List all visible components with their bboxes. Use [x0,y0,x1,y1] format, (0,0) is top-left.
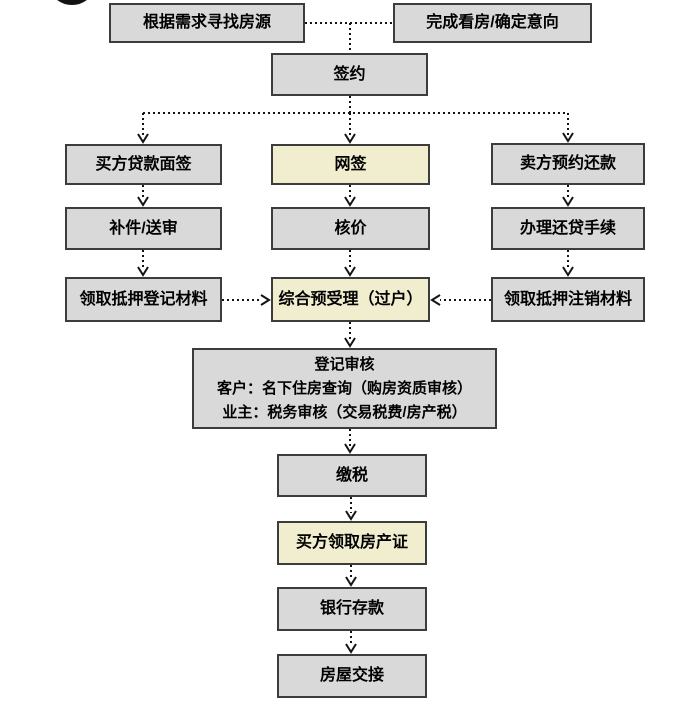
node-mortgage-cancellation-materials: 领取抵押注销材料 [491,277,645,322]
node-find-listing: 根据需求寻找房源 [109,3,305,43]
node-confirm-intent: 完成看房/确定意向 [393,3,592,43]
node-bank-deposit: 银行存款 [277,587,427,631]
registration-review-line1: 客户：名下住房查询（购房资质审核） [216,379,472,397]
node-loan-repayment-process: 办理还贷手续 [491,207,645,250]
registration-review-title: 登记审核 [314,355,375,373]
node-pay-tax: 缴税 [277,454,427,497]
node-price-verification: 核价 [271,207,430,250]
edge-fczheng-to-cunkuan [345,565,357,587]
node-buyer-get-certificate: 买方领取房产证 [277,521,427,565]
node-sign-contract: 签约 [271,53,428,96]
node-seller-repay-appointment: 卖方预约还款 [491,143,645,185]
node-registration-review: 登记审核 客户：名下住房查询（购房资质审核） 业主：税务审核（交易税费/房产税） [192,348,497,429]
edge-mianqian-to-bujian [137,185,149,207]
node-buyer-loan-interview: 买方贷款面签 [65,144,222,185]
registration-review-line2: 业主：税务审核（交易税费/房产税） [222,403,467,421]
edge-yuyue-to-huandai [562,185,574,207]
edge-bujian-to-dengji [137,250,149,277]
node-mortgage-registration-materials: 领取抵押登记材料 [65,277,222,322]
edge-huandai-to-zhuxiao [562,250,574,277]
edge-jiaoshui-to-fczheng [345,497,357,521]
edge-hejia-to-zonghe [344,250,356,277]
edge-shenhe-to-jiaoshui [344,429,356,454]
edge-cunkuan-to-jiaojie [345,631,357,654]
edge-sign-branch [137,96,574,144]
edge-zonghe-to-shenhe [344,322,356,348]
edge-wangqian-to-hejia [344,185,356,207]
node-comprehensive-acceptance: 综合预受理（过户） [271,277,430,322]
node-online-signing: 网签 [271,144,430,185]
node-supplement-review: 补件/送审 [65,207,222,250]
cropped-circle-decoration [53,0,91,5]
node-house-handover: 房屋交接 [277,654,427,698]
edge-dengji-to-zonghe [222,294,271,306]
edge-zhuxiao-to-zonghe [430,294,491,306]
